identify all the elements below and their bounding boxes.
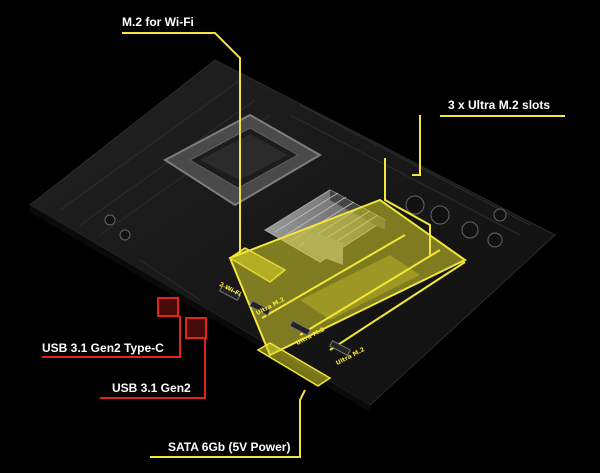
callout-usb-type-c: USB 3.1 Gen2 Type-C: [42, 341, 164, 355]
usb-highlights: [157, 297, 207, 339]
usb-leaders: [42, 316, 206, 399]
capacitors: [104, 195, 507, 248]
ultra-m2-highlight: [228, 198, 467, 357]
callout-m2-wifi: M.2 for Wi-Fi: [122, 15, 194, 29]
cpu-socket: [163, 113, 322, 207]
callout-leaders: [122, 32, 565, 458]
callout-usb-gen2: USB 3.1 Gen2: [112, 381, 191, 395]
m2-slot-connectors: [219, 284, 351, 357]
callout-sata: SATA 6Gb (5V Power): [168, 440, 291, 454]
sata-highlight: [256, 342, 332, 387]
callout-ultra-m2-slots: 3 x Ultra M.2 slots: [448, 98, 551, 112]
